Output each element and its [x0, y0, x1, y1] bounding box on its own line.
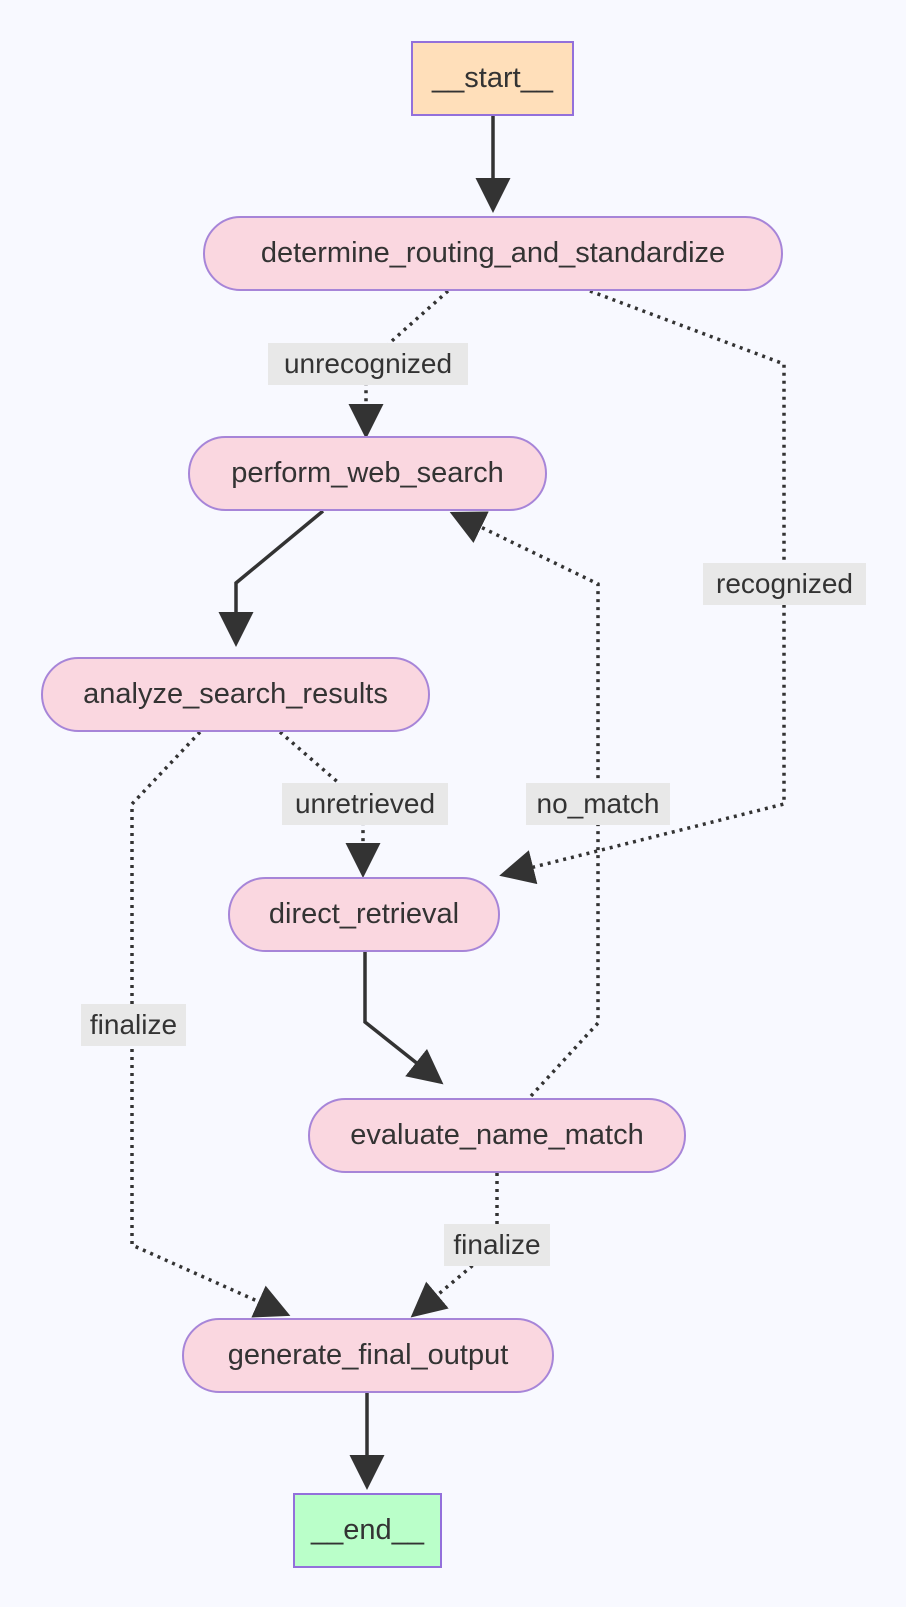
node-end: __end__: [293, 1493, 442, 1568]
node-analyze-search-results: analyze_search_results: [41, 657, 430, 732]
edge-label-unrecognized: unrecognized: [268, 343, 468, 385]
node-start: __start__: [411, 41, 574, 116]
edge-label-recognized: recognized: [703, 563, 866, 605]
node-perform-web-search: perform_web_search: [188, 436, 547, 511]
edge-label-no-match: no_match: [526, 783, 670, 825]
edge-analyze-to-generate: [130, 730, 291, 1318]
edge-analyze-to-direct-retrieval: [278, 730, 381, 878]
edge-web-search-to-analyze: [218, 509, 325, 647]
node-evaluate-name-match: evaluate_name_match: [308, 1098, 686, 1173]
edge-label-finalize-right: finalize: [444, 1224, 550, 1266]
node-determine-routing-and-standardize: determine_routing_and_standardize: [203, 216, 783, 291]
edge-label-finalize-left: finalize: [81, 1004, 186, 1046]
edge-direct-retrieval-to-evaluate: [363, 952, 444, 1085]
node-direct-retrieval: direct_retrieval: [228, 877, 500, 952]
edge-evaluate-to-web-search: [449, 511, 600, 1098]
edge-label-unretrieved: unretrieved: [282, 783, 448, 825]
node-generate-final-output: generate_final_output: [182, 1318, 554, 1393]
